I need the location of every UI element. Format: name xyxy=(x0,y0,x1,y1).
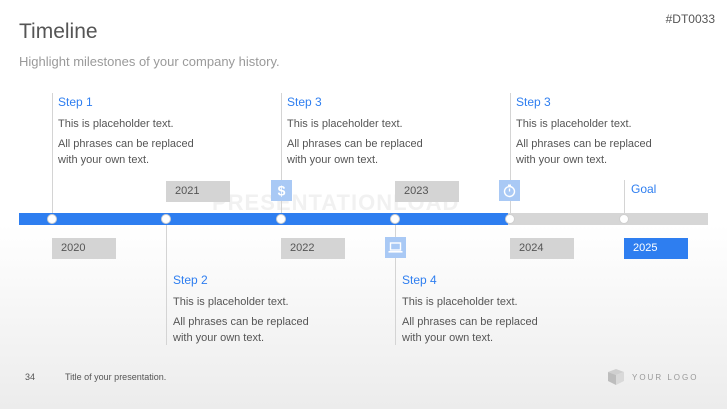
year-2024: 2024 xyxy=(510,238,574,259)
footer-title: Title of your presentation. xyxy=(65,372,167,382)
timeline-dot xyxy=(619,214,629,224)
svg-text:$: $ xyxy=(278,183,286,199)
step-text: with your own text. xyxy=(516,154,608,166)
connector-line xyxy=(624,180,625,213)
step-text: This is placeholder text. xyxy=(287,118,403,130)
step-title: Step 4 xyxy=(402,273,437,287)
connector-line xyxy=(395,225,396,345)
timeline-dot xyxy=(47,214,57,224)
connector-line xyxy=(281,93,282,213)
stopwatch-icon xyxy=(499,180,520,201)
timeline-dot xyxy=(505,214,515,224)
step-text: All phrases can be replaced xyxy=(516,138,652,150)
page-number: 34 xyxy=(25,372,36,382)
timeline-dot xyxy=(161,214,171,224)
step-text: with your own text. xyxy=(173,332,265,344)
page-title: Timeline xyxy=(19,20,98,43)
step-1: Step 1 This is placeholder text. All phr… xyxy=(58,94,248,168)
logo-icon xyxy=(607,369,625,390)
step-text: This is placeholder text. xyxy=(173,296,289,308)
step-title: Step 3 xyxy=(516,95,551,109)
year-2022: 2022 xyxy=(281,238,345,259)
step-2: Step 2 This is placeholder text. All phr… xyxy=(173,272,363,346)
step-3: Step 3 This is placeholder text. All phr… xyxy=(287,94,477,168)
connector-line xyxy=(510,93,511,213)
connector-line xyxy=(52,93,53,213)
step-title: Step 2 xyxy=(173,273,208,287)
year-2023: 2023 xyxy=(395,181,459,202)
step-text: This is placeholder text. xyxy=(58,118,174,130)
step-text: with your own text. xyxy=(402,332,494,344)
goal-label: Goal xyxy=(631,182,657,196)
step-text: All phrases can be replaced xyxy=(402,316,538,328)
laptop-icon xyxy=(385,237,406,258)
step-text: This is placeholder text. xyxy=(516,118,632,130)
step-text: All phrases can be replaced xyxy=(58,138,194,150)
company-logo: YOUR LOGO xyxy=(632,373,699,382)
dollar-icon: $ xyxy=(271,180,292,201)
timeline-progress xyxy=(19,213,508,225)
step-text: This is placeholder text. xyxy=(402,296,518,308)
slide-code: #DT0033 xyxy=(665,12,715,26)
step-text: All phrases can be replaced xyxy=(287,138,423,150)
step-3b: Step 3 This is placeholder text. All phr… xyxy=(516,94,706,168)
step-title: Step 3 xyxy=(287,95,322,109)
step-text: with your own text. xyxy=(58,154,150,166)
step-text: All phrases can be replaced xyxy=(173,316,309,328)
step-text: with your own text. xyxy=(287,154,379,166)
year-2025: 2025 xyxy=(624,238,688,259)
connector-line xyxy=(166,225,167,345)
step-4: Step 4 This is placeholder text. All phr… xyxy=(402,272,592,346)
timeline-dot xyxy=(390,214,400,224)
page-subtitle: Highlight milestones of your company his… xyxy=(19,54,280,69)
year-2020: 2020 xyxy=(52,238,116,259)
step-title: Step 1 xyxy=(58,95,93,109)
timeline-dot xyxy=(276,214,286,224)
year-2021: 2021 xyxy=(166,181,230,202)
